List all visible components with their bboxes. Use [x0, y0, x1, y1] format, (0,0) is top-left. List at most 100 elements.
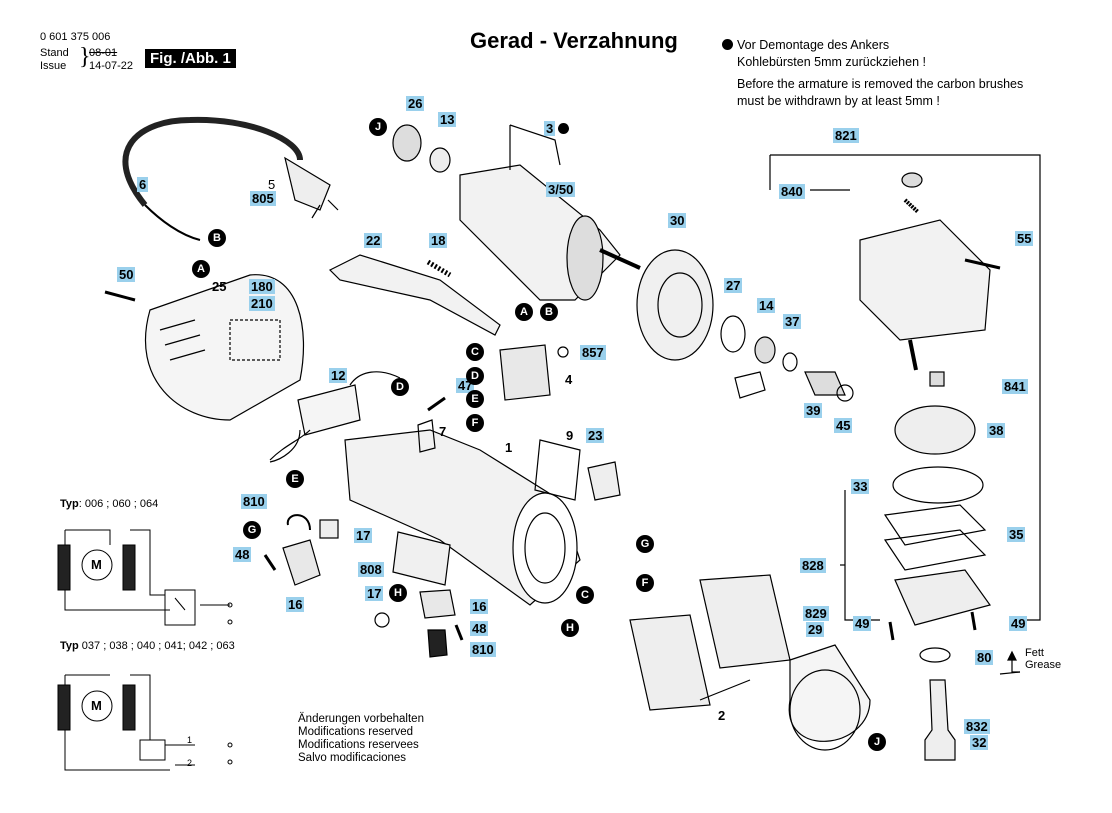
- switch-pos-1: 1: [187, 735, 193, 745]
- part-label-2: 2: [718, 708, 726, 723]
- part-label-49-b: 49: [1009, 616, 1028, 631]
- callout-e-capacitor: E: [286, 470, 304, 488]
- part-label-17-b: 17: [365, 586, 384, 601]
- armature-warning-note: Vor Demontage des Ankers Kohlebürsten 5m…: [722, 37, 1023, 110]
- callout-f-switch: F: [466, 414, 484, 432]
- part-label-829: 829: [803, 606, 829, 621]
- field-coil-lower: [629, 614, 711, 711]
- capacitor-12: [297, 384, 361, 436]
- note-line-2: Kohlebürsten 5mm zurückziehen !: [737, 55, 926, 69]
- part-label-1: 1: [505, 440, 513, 455]
- callout-d-capacitor: D: [391, 378, 409, 396]
- part-label-27: 27: [724, 278, 743, 293]
- part-label-828: 828: [800, 558, 826, 573]
- callout-b-cable: B: [208, 229, 226, 247]
- part-label-840: 840: [779, 184, 805, 199]
- air-guide-30: [636, 249, 714, 361]
- switch-4: [499, 344, 551, 401]
- part-label-26: 26: [406, 96, 425, 111]
- part-label-14: 14: [757, 298, 776, 313]
- slide-switch-22: [328, 254, 501, 336]
- ring-27: [720, 315, 746, 353]
- guard-29: [788, 644, 871, 742]
- screw-55: [964, 258, 1001, 270]
- screw-857: [557, 346, 569, 358]
- part-label-32: 32: [970, 735, 989, 750]
- screw-48b: [454, 624, 464, 641]
- part-label-49-a: 49: [853, 616, 872, 631]
- part-label-805: 805: [250, 191, 276, 206]
- callout-a-switch: A: [515, 303, 533, 321]
- pinion-39: [804, 371, 846, 396]
- brush-810: [286, 514, 311, 531]
- mains-plug: [284, 156, 331, 211]
- callout-g-coil: G: [636, 535, 654, 553]
- spring-17b: [374, 612, 390, 628]
- part-label-6: 6: [137, 177, 149, 192]
- spindle-832: [924, 679, 956, 761]
- typ-label-2: Typ: [60, 640, 79, 652]
- note-line-3: Before the armature is removed the carbo…: [737, 77, 1024, 91]
- modifications-fr: Modifications reservees: [298, 739, 419, 751]
- brace-symbol: }: [79, 44, 91, 70]
- part-label-810-b: 810: [470, 642, 496, 657]
- part-label-4: 4: [565, 372, 573, 387]
- part-label-810-a: 810: [241, 494, 267, 509]
- part-label-35: 35: [1007, 527, 1026, 542]
- stand-issue-labels: Stand Issue: [40, 47, 69, 73]
- part-label-13: 13: [438, 112, 457, 127]
- clip-7: [417, 419, 436, 453]
- brush-810b: [427, 629, 448, 658]
- new-date: 14-07-22: [89, 60, 134, 72]
- modifications-de: Änderungen vorbehalten: [298, 713, 424, 725]
- motor-letter-1: M: [91, 557, 102, 572]
- part-label-33: 33: [851, 479, 870, 494]
- part-label-3-50: 3/50: [546, 182, 576, 197]
- ring-33: [892, 466, 984, 504]
- part-label-180: 180: [249, 279, 275, 294]
- part-label-841: 841: [1002, 379, 1028, 394]
- typ-line-2: Typ 037 ; 038 ; 040 ; 041; 042 ; 063: [60, 640, 235, 652]
- small-part-nameplate: [734, 371, 766, 399]
- callout-h-coil: H: [561, 619, 579, 637]
- gasket-35a: [883, 504, 987, 546]
- issue-label: Issue: [40, 60, 67, 72]
- typ-line-1: Typ: 006 ; 060 ; 064: [60, 498, 158, 510]
- field-coil-upper: [699, 574, 791, 669]
- part-label-16-a: 16: [286, 597, 305, 612]
- part-label-80: 80: [975, 650, 994, 665]
- part-label-30: 30: [668, 213, 687, 228]
- bushing-841: [929, 371, 945, 387]
- flange-828: [894, 569, 991, 626]
- callout-b-switch: B: [540, 303, 558, 321]
- part-label-16-b: 16: [470, 599, 489, 614]
- wiring-diagram-2: [57, 674, 233, 771]
- grease-de: Fett: [1025, 647, 1044, 659]
- brush-holder-16b: [419, 589, 456, 619]
- callout-c-switch: C: [466, 343, 484, 361]
- part-label-29: 29: [806, 622, 825, 637]
- switch-pos-2: 2: [187, 758, 193, 768]
- spring-18: [426, 259, 452, 278]
- screw-48: [263, 554, 277, 571]
- part-label-9: 9: [566, 428, 574, 443]
- bearing-14: [754, 336, 776, 364]
- figure-label: Fig. /Abb. 1: [145, 49, 236, 68]
- part-label-38: 38: [987, 423, 1006, 438]
- part-label-39: 39: [804, 403, 823, 418]
- grease-en: Grease: [1025, 659, 1062, 671]
- power-cable: [122, 116, 303, 207]
- bearing-26: [392, 124, 422, 162]
- part-label-832: 832: [964, 719, 990, 734]
- part-label-25: 25: [212, 279, 227, 294]
- motor-housing-25: [144, 274, 305, 421]
- callout-h-brush: H: [389, 584, 407, 602]
- bevel-gear-38: [894, 405, 976, 455]
- armature-dot-icon: [558, 123, 569, 134]
- screw-50: [104, 290, 136, 302]
- part-label-12: 12: [329, 368, 348, 383]
- note-line-1: Vor Demontage des Ankers: [737, 38, 890, 52]
- callout-j-top: J: [369, 118, 387, 136]
- modifications-en: Modifications reserved: [298, 726, 414, 738]
